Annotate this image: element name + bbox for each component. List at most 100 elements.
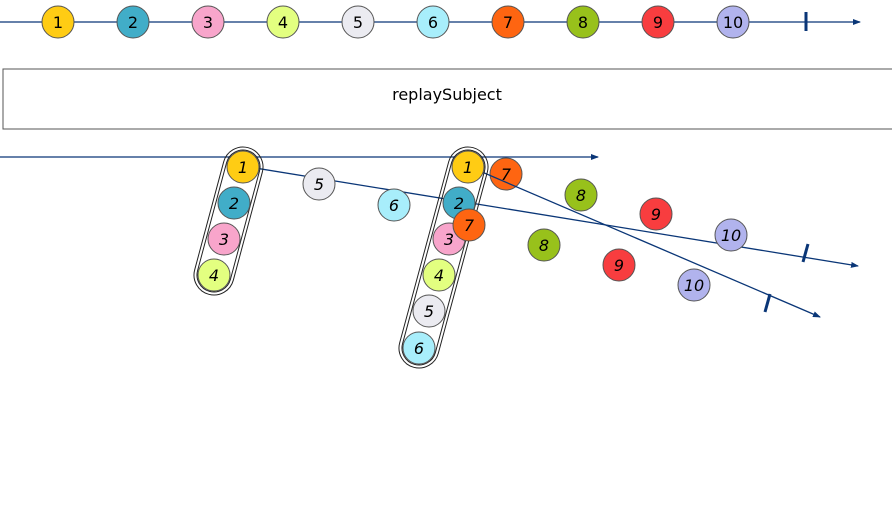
subscriber-1-replay-capsule [193, 146, 264, 296]
sub1-live-marble-8-circle [564, 178, 598, 212]
sub1-replayed-marble-1-label: 1 [238, 158, 248, 177]
sub2-live-marble-10: 10 [677, 268, 711, 302]
sub1-replayed-marble-2-circle [217, 186, 251, 220]
source-marble-2-circle [116, 5, 150, 39]
source-marble-9: 9 [641, 5, 675, 39]
sub1-replayed-marble-4-label: 4 [209, 266, 219, 285]
sub1-live-marble-5-circle [302, 167, 336, 201]
sub1-live-marble-7-label: 7 [501, 165, 512, 184]
sub1-live-marble-10: 10 [714, 218, 748, 252]
source-marble-5-circle [341, 5, 375, 39]
sub2-replayed-marble-3-label: 3 [444, 230, 454, 249]
sub1-live-marble-9-circle [639, 197, 673, 231]
subscriber-2-line [467, 165, 821, 318]
sub1-live-marble-6: 6 [377, 188, 411, 222]
source-marble-1: 1 [41, 5, 75, 39]
source-marble-9-circle [641, 5, 675, 39]
operator-label: replaySubject [392, 85, 502, 104]
source-marble-8-label: 8 [578, 13, 588, 32]
sub2-live-marble-9-circle [602, 248, 636, 282]
source-marble-10: 10 [716, 5, 750, 39]
sub1-replayed-marble-2: 2 [217, 186, 251, 220]
source-marble-6-label: 6 [428, 13, 438, 32]
sub1-replayed-marble-1-circle [226, 150, 260, 184]
sub2-replayed-marble-5-label: 5 [424, 302, 434, 321]
source-marble-4-label: 4 [278, 13, 288, 32]
source-marble-1-label: 1 [53, 13, 63, 32]
sub2-replayed-marble-2-label: 2 [454, 194, 464, 213]
subscriber-1-complete-mark [801, 243, 810, 263]
source-marble-6: 6 [416, 5, 450, 39]
sub2-replayed-marble-4-label: 4 [434, 266, 444, 285]
source-marble-5-label: 5 [353, 13, 363, 32]
source-marble-7: 7 [491, 5, 525, 39]
sub2-replayed-marble-5-circle [412, 294, 446, 328]
sub2-live-marble-10-label: 10 [684, 276, 704, 295]
source-marble-10-label: 10 [723, 13, 743, 32]
source-marble-9-label: 9 [653, 13, 663, 32]
source-marble-2-label: 2 [128, 13, 138, 32]
sub2-capsule-inner [401, 149, 486, 366]
sub1-replayed-marble-1: 1 [226, 150, 260, 184]
source-timeline: 1 2 3 4 5 6 7 8 9 10 [0, 5, 861, 39]
subscriber-2-replay-capsule [398, 146, 489, 369]
sub1-live-marble-8: 8 [564, 178, 598, 212]
source-marble-5: 5 [341, 5, 375, 39]
operator-box: replaySubject [2, 68, 892, 130]
sub2-live-marble-7-label: 7 [464, 216, 475, 235]
source-marble-3-circle [191, 5, 225, 39]
sub2-replayed-marble-1: 1 [451, 150, 485, 184]
source-marble-7-label: 7 [503, 13, 513, 32]
source-marble-8-circle [566, 5, 600, 39]
sub1-live-marble-5: 5 [302, 167, 336, 201]
source-marble-6-circle [416, 5, 450, 39]
sub2-live-marble-10-circle [677, 268, 711, 302]
sub1-replayed-marble-3-label: 3 [219, 230, 229, 249]
sub1-replayed-marble-4: 4 [197, 258, 231, 292]
sub2-replayed-marble-1-label: 1 [463, 158, 473, 177]
source-marble-10-circle [716, 5, 750, 39]
operator-rect [2, 68, 892, 130]
sub2-replayed-marble-6: 6 [402, 331, 436, 365]
sub1-live-marble-7-circle [489, 157, 523, 191]
sub2-live-marble-8-circle [527, 228, 561, 262]
source-marble-2: 2 [116, 5, 150, 39]
sub1-capsule-inner [196, 149, 261, 293]
sub1-replayed-marble-2-label: 2 [229, 194, 239, 213]
sub2-replayed-marble-5: 5 [412, 294, 446, 328]
subscriber-1-line [242, 165, 859, 268]
source-marble-8: 8 [566, 5, 600, 39]
source-marble-7-circle [491, 5, 525, 39]
sub2-live-marble-9: 9 [602, 248, 636, 282]
sub2-live-marble-9-label: 9 [614, 256, 624, 275]
sub2-replayed-marble-6-circle [402, 331, 436, 365]
sub2-replayed-marble-4: 4 [422, 258, 456, 292]
sub1-live-marble-5-label: 5 [314, 175, 324, 194]
sub1-replayed-marble-3: 3 [207, 222, 241, 256]
source-marble-4-circle [266, 5, 300, 39]
sub2-live-marble-8: 8 [527, 228, 561, 262]
sub2-capsule-outer [398, 146, 489, 369]
source-marble-3-label: 3 [203, 13, 213, 32]
sub2-live-marble-7: 7 [452, 208, 486, 242]
sub1-live-marble-8-label: 8 [576, 186, 586, 205]
sub2-replayed-marble-6-label: 6 [414, 339, 424, 358]
sub1-live-marble-6-label: 6 [389, 196, 399, 215]
sub1-live-marble-10-circle [714, 218, 748, 252]
sub2-replayed-marble-1-circle [451, 150, 485, 184]
sub2-live-marble-7-circle [452, 208, 486, 242]
sub2-live-marble-8-label: 8 [539, 236, 549, 255]
sub1-replayed-marble-3-circle [207, 222, 241, 256]
source-marble-3: 3 [191, 5, 225, 39]
sub1-live-marble-6-circle [377, 188, 411, 222]
source-marbles: 1 2 3 4 5 6 7 8 9 10 [41, 5, 750, 39]
subscriber-2-complete-mark [763, 293, 772, 313]
sub1-live-marble-9-label: 9 [651, 205, 661, 224]
source-marble-1-circle [41, 5, 75, 39]
sub1-live-marble-9: 9 [639, 197, 673, 231]
sub1-live-marble-7: 7 [489, 157, 523, 191]
